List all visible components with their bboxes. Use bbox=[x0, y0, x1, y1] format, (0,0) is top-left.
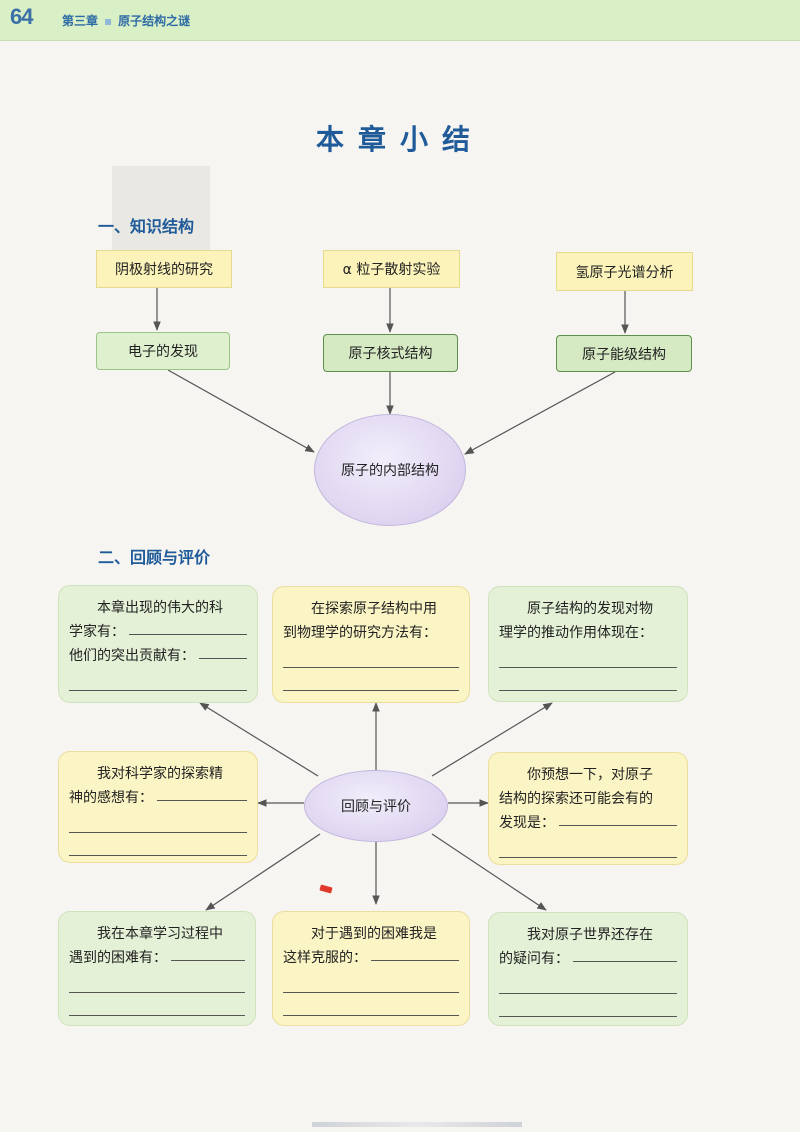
section-heading-review: 二、回顾与评价 bbox=[98, 548, 211, 567]
answer-blank[interactable] bbox=[371, 946, 459, 961]
answer-line[interactable] bbox=[499, 971, 677, 994]
ellipse-review: 回顾与评价 bbox=[304, 770, 448, 842]
box-energy-levels: 原子能级结构 bbox=[556, 335, 692, 372]
card-overcome-line1: 对于遇到的困难我是 bbox=[311, 926, 437, 942]
card-scientists-line3: 他们的突出贡献有： bbox=[69, 648, 195, 664]
arrow-review-to-difficulties bbox=[205, 833, 321, 911]
section-heading-knowledge: 一、知识结构 bbox=[98, 217, 195, 236]
card-difficulties-line2: 遇到的困难有： bbox=[69, 950, 167, 966]
box-electron-discovery: 电子的发现 bbox=[96, 332, 230, 370]
card-overcome-line2: 这样克服的： bbox=[283, 950, 367, 966]
arrow-review-to-scientists bbox=[199, 702, 319, 777]
card-spirit: 我对科学家的探索精 神的感想有： bbox=[58, 751, 258, 863]
box-nuclear-model: 原子核式结构 bbox=[323, 334, 458, 372]
answer-blank[interactable] bbox=[199, 644, 247, 659]
answer-line[interactable] bbox=[69, 833, 247, 856]
chapter-label: 第三章 ▪ 原子结构之谜 bbox=[62, 12, 190, 29]
card-questions-line1: 我对原子世界还存在 bbox=[527, 927, 653, 943]
answer-line[interactable] bbox=[283, 668, 459, 691]
answer-line[interactable] bbox=[499, 994, 677, 1017]
scan-bottom-strip bbox=[312, 1122, 522, 1127]
card-impact-line2: 理学的推动作用体现在： bbox=[499, 625, 653, 641]
card-impact-line1: 原子结构的发现对物 bbox=[527, 601, 653, 617]
card-methods-line1: 在探索原子结构中用 bbox=[311, 601, 437, 617]
card-methods-line2: 到物理学的研究方法有： bbox=[283, 625, 437, 641]
answer-line[interactable] bbox=[499, 668, 677, 691]
answer-blank[interactable] bbox=[157, 786, 247, 801]
answer-blank[interactable] bbox=[171, 946, 245, 961]
card-scientists-line1: 本章出现的伟大的科 bbox=[97, 600, 223, 616]
card-questions-line2: 的疑问有： bbox=[499, 951, 569, 967]
card-predict-line3: 发现是： bbox=[499, 815, 555, 831]
card-questions: 我对原子世界还存在 的疑问有： bbox=[488, 912, 688, 1026]
card-difficulties-line1: 我在本章学习过程中 bbox=[97, 926, 223, 942]
box-alpha-scattering: α 粒子散射实验 bbox=[323, 250, 460, 288]
card-methods: 在探索原子结构中用 到物理学的研究方法有： bbox=[272, 586, 470, 703]
answer-line[interactable] bbox=[499, 835, 677, 858]
answer-blank[interactable] bbox=[573, 947, 677, 962]
ellipse-internal-structure: 原子的内部结构 bbox=[314, 414, 466, 526]
arrow-electron-to-center bbox=[167, 369, 315, 453]
arrow-levels-to-center bbox=[464, 371, 616, 455]
answer-line[interactable] bbox=[69, 668, 247, 691]
page-header: 64 第三章 ▪ 原子结构之谜 bbox=[0, 0, 800, 41]
chapter-title: 原子结构之谜 bbox=[118, 14, 191, 28]
card-spirit-line1: 我对科学家的探索精 bbox=[97, 766, 223, 782]
answer-blank[interactable] bbox=[559, 811, 677, 826]
answer-line[interactable] bbox=[69, 993, 245, 1016]
card-predict-line2: 结构的探索还可能会有的 bbox=[499, 791, 653, 807]
box-cathode-ray: 阴极射线的研究 bbox=[96, 250, 232, 288]
card-predict: 你预想一下，对原子 结构的探索还可能会有的 发现是： bbox=[488, 752, 688, 865]
answer-line[interactable] bbox=[283, 645, 459, 668]
answer-line[interactable] bbox=[283, 970, 459, 993]
answer-line[interactable] bbox=[283, 993, 459, 1016]
chapter-number: 第三章 bbox=[62, 14, 99, 28]
card-overcome: 对于遇到的困难我是 这样克服的： bbox=[272, 911, 470, 1026]
arrow-review-to-questions bbox=[431, 833, 547, 911]
card-impact: 原子结构的发现对物 理学的推动作用体现在： bbox=[488, 586, 688, 702]
page-number: 64 bbox=[10, 4, 34, 29]
card-scientists-line2: 学家有： bbox=[69, 624, 125, 640]
card-scientists: 本章出现的伟大的科 学家有： 他们的突出贡献有： bbox=[58, 585, 258, 703]
answer-line[interactable] bbox=[69, 970, 245, 993]
arrow-review-to-impact bbox=[431, 702, 553, 777]
answer-line[interactable] bbox=[69, 810, 247, 833]
chapter-separator: ▪ bbox=[104, 14, 113, 28]
card-spirit-line2: 神的感想有： bbox=[69, 790, 153, 806]
answer-blank[interactable] bbox=[129, 620, 247, 635]
card-difficulties: 我在本章学习过程中 遇到的困难有： bbox=[58, 911, 256, 1026]
answer-line[interactable] bbox=[499, 645, 677, 668]
box-hydrogen-spectrum: 氢原子光谱分析 bbox=[556, 252, 693, 291]
page-title: 本章小结 bbox=[315, 123, 484, 156]
card-predict-line1: 你预想一下，对原子 bbox=[527, 767, 653, 783]
